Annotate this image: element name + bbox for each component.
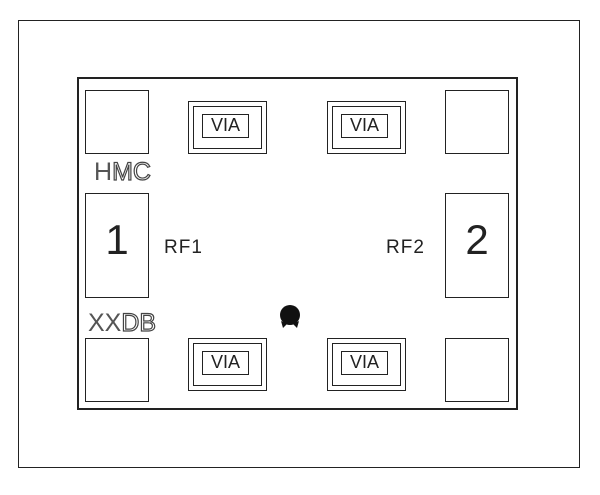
corner-pad-bottom-left	[85, 338, 149, 402]
part-marking-bottom: XXDB	[88, 308, 157, 338]
marking-bottom-outline: DB	[121, 308, 157, 337]
via-label: VIA	[341, 114, 388, 138]
rf1-label: RF1	[164, 237, 203, 258]
port-pad-2: 2	[445, 193, 509, 298]
via-pad-top-left: VIA	[188, 101, 267, 154]
via-pad-inner-border	[193, 343, 262, 386]
marking-top-outline: MC	[111, 157, 151, 186]
via-pad-bottom-right: VIA	[327, 338, 406, 391]
part-marking-top: HMC	[94, 157, 152, 187]
corner-pad-top-left	[85, 90, 149, 154]
port-1-number: 1	[105, 216, 129, 263]
via-label: VIA	[341, 351, 388, 375]
via-pad-inner-border	[193, 106, 262, 149]
rf2-label: RF2	[386, 237, 425, 258]
via-pad-inner-border	[332, 343, 401, 386]
via-label: VIA	[202, 351, 249, 375]
corner-pad-bottom-right	[445, 338, 509, 402]
port-2-number: 2	[465, 216, 489, 263]
via-pad-bottom-left: VIA	[188, 338, 267, 391]
via-label: VIA	[202, 114, 249, 138]
marking-bottom-bold: XX	[88, 309, 122, 337]
via-pad-inner-border	[332, 106, 401, 149]
port-pad-1: 1	[85, 193, 149, 298]
corner-pad-top-right	[445, 90, 509, 154]
chip-body	[77, 77, 518, 410]
marking-top-bold: H	[94, 158, 113, 186]
orientation-dot-icon	[280, 305, 300, 328]
via-pad-top-right: VIA	[327, 101, 406, 154]
